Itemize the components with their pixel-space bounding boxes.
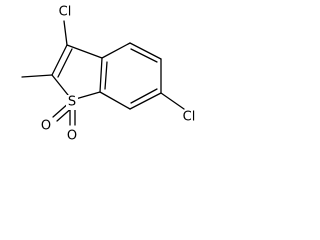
chlorine-label-right: Cl	[183, 110, 196, 125]
label-bg-oxygen-bottom	[66, 128, 79, 143]
bond-c7-c7a	[99, 91, 131, 110]
bond-c3-c2-second	[57, 48, 73, 78]
bond-c6-cl	[160, 92, 185, 110]
bond-c4-c5	[129, 42, 162, 60]
sulfur-label: S	[68, 95, 76, 110]
label-bg-sulfur	[66, 95, 78, 110]
bond-group	[21, 20, 185, 126]
oxygen-label-bottom: O	[67, 129, 77, 144]
bond-c3-c3a	[66, 44, 103, 59]
bond-c3a-c7a-second	[104, 61, 108, 90]
bond-c3-cl	[63, 20, 68, 46]
label-bg-cl-right	[180, 110, 198, 125]
atom-label-group: Cl Cl S O O	[40, 5, 198, 144]
bond-c2-methyl	[21, 74, 53, 78]
label-bg-oxygen-left	[40, 118, 53, 133]
bond-c6-c7-second	[130, 88, 158, 104]
bond-c3a-c7a	[99, 57, 103, 93]
bond-c3-c2	[51, 44, 68, 76]
structure-diagram: Cl Cl S O O	[21, 5, 198, 144]
bond-c3a-c4	[101, 42, 131, 59]
label-bg-cl-top	[56, 5, 74, 20]
bond-c6-c7	[129, 92, 162, 110]
oxygen-label-left: O	[41, 119, 51, 134]
bond-c4-c5-second	[130, 48, 158, 63]
chlorine-label-top: Cl	[59, 5, 72, 20]
